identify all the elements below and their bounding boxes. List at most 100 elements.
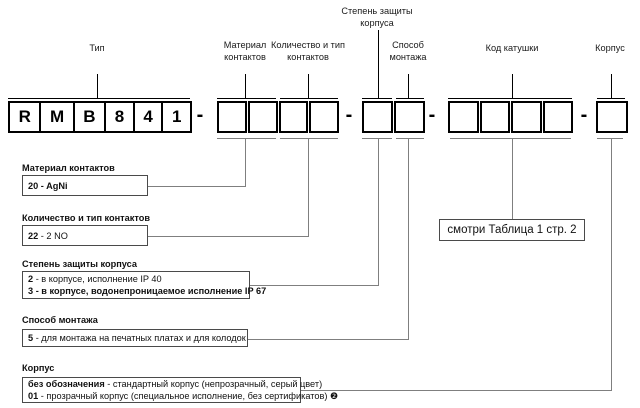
label-coil-code: Код катушки <box>485 43 539 53</box>
overline-coil-code <box>448 98 572 99</box>
code-separator: - <box>345 104 353 126</box>
underline-contact-material <box>217 138 276 139</box>
code-cell-empty <box>596 101 628 133</box>
underline-coil-code <box>450 138 571 139</box>
tick-housing <box>611 74 612 98</box>
overline-protection <box>362 98 392 99</box>
code-cell: M <box>39 101 75 133</box>
entry-code: 22 <box>28 230 39 241</box>
entry-desc: - стандартный корпус (непрозрачный, серы… <box>107 379 323 389</box>
legend-entry: 5 - для монтажа на печатных платах и для… <box>28 332 246 344</box>
legend-entry: 2 - в корпусе, исполнение IP 40 <box>28 273 244 285</box>
code-cell: 1 <box>161 101 192 133</box>
legend-box-protection: 2 - в корпусе, исполнение IP 40 3 - в ко… <box>22 271 266 299</box>
label-contact-count: Количество и тип контактов <box>271 40 345 63</box>
code-group-housing <box>596 101 628 133</box>
code-cell-empty <box>394 101 425 133</box>
entry-desc: - в корпусе, исполнение IP 40 <box>35 274 162 284</box>
overline-contact-count <box>280 98 338 99</box>
underline-housing <box>597 138 623 139</box>
legend-box-housing: без обозначения - стандартный корпус (не… <box>22 377 338 403</box>
code-cell-empty <box>278 101 309 133</box>
legend-entry: 3 - в корпусе, водонепроницаемое исполне… <box>28 285 266 297</box>
tick-contact-count <box>308 74 309 98</box>
overline-housing <box>597 98 625 99</box>
legend-heading-housing: Корпус <box>22 363 55 373</box>
code-cell-empty <box>217 101 247 133</box>
legend-heading-contact-count: Количество и тип контактов <box>22 213 151 223</box>
entry-code: 2 <box>28 274 34 284</box>
legend-heading-mounting: Способ монтажа <box>22 315 98 325</box>
label-line: Количество и тип <box>271 40 345 50</box>
tick-protection <box>378 30 379 98</box>
overline-mounting <box>396 98 424 99</box>
connector-mounting-v <box>408 138 409 339</box>
code-group-protection-mounting <box>362 101 425 133</box>
entry-desc: - 2 NO <box>40 230 68 241</box>
code-cell: 4 <box>132 101 164 133</box>
connector-protection-h <box>250 285 379 286</box>
tick-coil-code <box>512 74 513 98</box>
overline-type <box>8 98 190 99</box>
entry-code: 5 <box>28 333 34 343</box>
underline-mounting <box>396 138 424 139</box>
underline-contact-count <box>280 138 338 139</box>
label-line: корпуса <box>360 17 394 28</box>
entry-code: без обозначения <box>28 379 105 389</box>
connector-protection-v <box>378 138 379 285</box>
legend-entry: 22 - 2 NO <box>28 230 142 242</box>
tick-type <box>97 74 98 98</box>
connector-contact-material-v <box>245 138 246 186</box>
code-cell-empty <box>479 101 510 133</box>
label-line: монтажа <box>389 51 427 62</box>
label-line: Способ <box>392 40 424 50</box>
code-cell-empty <box>247 101 278 133</box>
code-cell: 8 <box>104 101 135 133</box>
legend-heading-contact-material: Материал контактов <box>22 163 115 173</box>
label-type: Тип <box>89 43 105 53</box>
code-separator: - <box>580 104 588 126</box>
code-group-contacts <box>217 101 339 133</box>
label-line: контактов <box>224 51 266 62</box>
label-line: Материал <box>223 40 267 50</box>
code-cell-empty <box>542 101 573 133</box>
tick-contact-material <box>245 74 246 98</box>
overline-contact-material <box>217 98 276 99</box>
entry-desc: - AgNi <box>40 180 68 191</box>
legend-box-contact-count: 22 - 2 NO <box>22 225 148 246</box>
code-cell: R <box>8 101 42 133</box>
label-line: Степень защиты <box>341 6 413 16</box>
legend-entry: без обозначения - стандартный корпус (не… <box>28 378 322 390</box>
entry-code: 01 <box>28 391 39 401</box>
legend-heading-protection: Степень защиты корпуса <box>22 259 137 269</box>
underline-protection <box>362 138 392 139</box>
legend-entry: 01 - прозрачный корпус (специальное испо… <box>28 390 338 402</box>
connector-contact-count-h <box>148 236 309 237</box>
legend-entry: 20 - AgNi <box>28 180 142 192</box>
connector-housing-v <box>611 138 612 390</box>
code-separator: - <box>428 104 436 126</box>
connector-contact-material-h <box>148 186 246 187</box>
legend-box-mounting: 5 - для монтажа на печатных платах и для… <box>22 329 248 347</box>
code-cell: B <box>72 101 107 133</box>
code-separator: - <box>196 104 204 126</box>
label-mounting: Способ монтажа <box>390 40 427 63</box>
code-cell-empty <box>511 101 542 133</box>
entry-desc: - прозрачный корпус (специальное исполне… <box>40 391 339 401</box>
label-line: контактов <box>287 51 329 62</box>
entry-desc: - для монтажа на печатных платах и для к… <box>35 333 246 343</box>
legend-box-contact-material: 20 - AgNi <box>22 175 148 196</box>
connector-housing-h <box>301 390 612 391</box>
connector-mounting-h <box>248 339 409 340</box>
connector-coil-v <box>512 138 513 219</box>
tick-mounting <box>408 74 409 98</box>
label-contact-material: Материал контактов <box>224 40 267 63</box>
label-protection: Степень защиты корпуса <box>341 6 412 29</box>
code-cell-empty <box>448 101 479 133</box>
entry-code: 20 <box>28 180 39 191</box>
entry-desc: - в корпусе, водонепроницаемое исполнени… <box>35 286 267 296</box>
entry-code: 3 <box>28 286 34 296</box>
code-group-coil <box>448 101 573 133</box>
connector-contact-count-v <box>308 138 309 236</box>
